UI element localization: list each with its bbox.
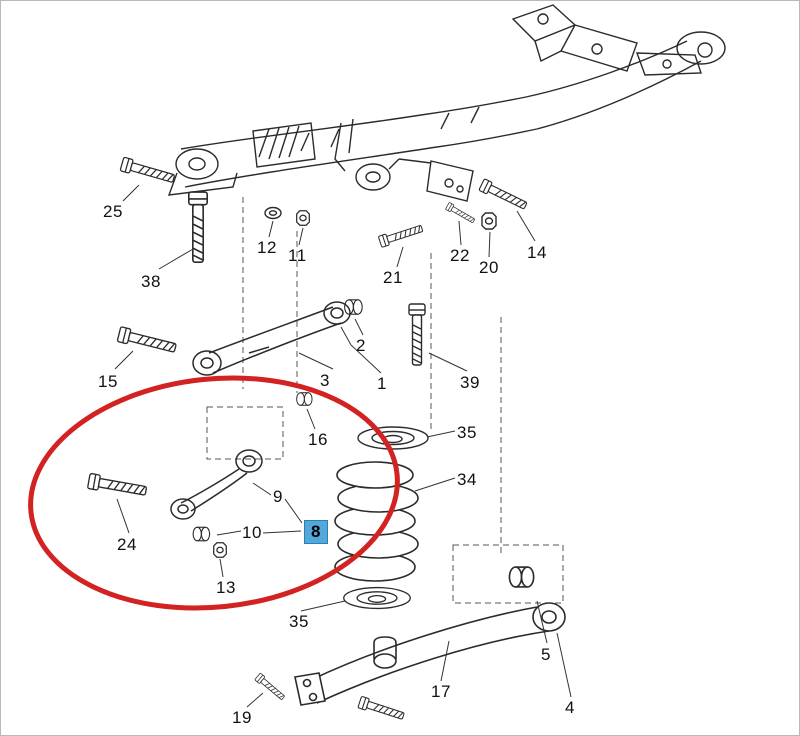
part-label-16[interactable]: 16 [308,430,328,449]
bolt-39 [408,303,426,366]
nut-20 [481,212,497,230]
part-label-22[interactable]: 22 [450,246,470,265]
bolt-24 [86,472,148,500]
nut-11 [296,210,310,226]
leader-lines [114,184,572,708]
part-label-14[interactable]: 14 [527,243,547,262]
part-label-5[interactable]: 5 [541,645,551,664]
bolt-15 [116,325,178,357]
part-label-24[interactable]: 24 [117,535,137,554]
part-label-21[interactable]: 21 [383,268,403,287]
highlighted-arm-assembly [170,449,263,542]
bolt-25 [119,156,177,187]
part-label-4[interactable]: 4 [565,698,575,717]
washer-12 [264,206,282,220]
part-label-1[interactable]: 1 [377,374,387,393]
part-label-17[interactable]: 17 [431,682,451,701]
spring-seat-upper [357,426,429,450]
upper-control-arm [192,301,351,376]
part-label-35-lower[interactable]: 35 [289,612,309,631]
spring-seat-lower [343,586,411,610]
red-highlight-ellipse [28,375,400,611]
bolt-22 [445,201,477,225]
bolt-14 [478,178,529,213]
part-label-12[interactable]: 12 [257,238,277,257]
bushing-16 [296,392,313,406]
part-label-39[interactable]: 39 [460,373,480,392]
part-label-11[interactable]: 11 [288,246,307,265]
part-label-9[interactable]: 9 [273,487,283,506]
part-label-15[interactable]: 15 [98,372,118,391]
bolt-19 [254,672,287,702]
part-label-25[interactable]: 25 [103,202,123,221]
lower-control-arm [294,602,566,706]
bolt-21 [377,222,425,248]
part-label-10[interactable]: 10 [242,523,262,542]
part-label-38[interactable]: 38 [141,272,161,291]
part-label-34[interactable]: 34 [457,470,477,489]
trailing-bushing [508,566,535,588]
subframe [167,4,726,202]
part-label-35-upper[interactable]: 35 [457,423,477,442]
part-label-2[interactable]: 2 [356,336,366,355]
part-label-20[interactable]: 20 [479,258,499,277]
bushing-5 [508,566,535,588]
part-label-19[interactable]: 19 [232,708,252,727]
bolt-17-mount [357,695,406,723]
part-label-8-selected[interactable]: 8 [304,520,328,544]
bushing-10 [192,526,211,542]
nut-13 [213,542,227,558]
bolt-38 [187,191,209,264]
part-label-13[interactable]: 13 [216,578,236,597]
construction-lines [206,197,564,604]
part-label-3[interactable]: 3 [320,371,330,390]
